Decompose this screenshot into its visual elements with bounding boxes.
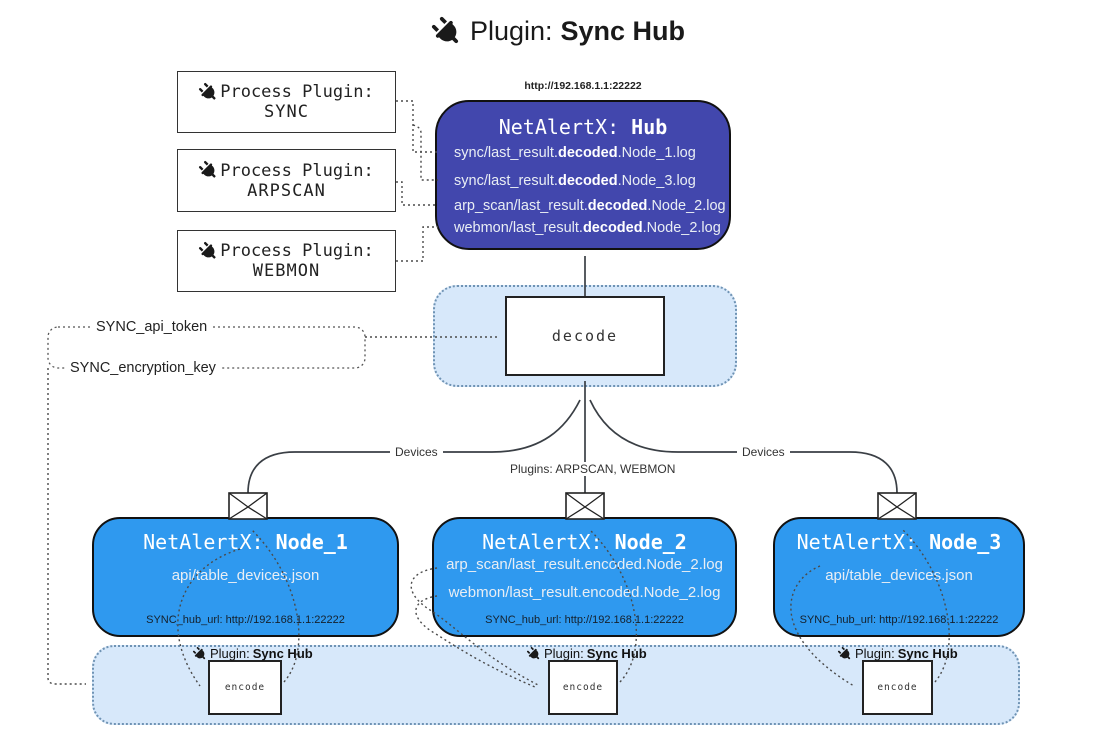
- node-1-box: NetAlertX: Node_1 api/table_devices.json…: [92, 517, 399, 637]
- edge-label-devices-right: Devices: [737, 445, 790, 459]
- hub-log-line: sync/last_result.decoded.Node_1.log: [454, 145, 696, 161]
- node-hub-url: SYNC_hub_url: http://192.168.1.1:22222: [799, 614, 999, 626]
- node-file: webmon/last_result.encoded.Node_2.log: [448, 584, 721, 601]
- edge-secrets-to-band: [47, 368, 86, 685]
- node-hub-url: SYNC_hub_url: http://192.168.1.1:22222: [485, 614, 684, 626]
- encode-box: encode: [862, 660, 933, 715]
- edge-webmon-to-log4: [396, 226, 438, 262]
- hub-title: NetAlertX: Hub: [498, 115, 668, 139]
- node-title: NetAlertX: Node_3: [796, 530, 1002, 554]
- node-file: api/table_devices.json: [171, 567, 320, 584]
- title-prefix: Plugin:: [469, 16, 553, 46]
- sync-api-token-label: SYNC_api_token: [92, 319, 212, 335]
- sync-hub-plugin-label: Plugin: Sync Hub: [838, 646, 958, 661]
- plug-icon: [426, 10, 468, 52]
- envelope-icon: [228, 492, 268, 520]
- sync-hub-plugin-label: Plugin: Sync Hub: [527, 646, 647, 661]
- edge-arpscan-to-log3: [396, 181, 438, 206]
- plug-icon: [195, 238, 222, 265]
- encode-box: encode: [208, 660, 282, 715]
- process-plugin-name: SYNC: [264, 102, 309, 122]
- plug-icon: [195, 79, 222, 106]
- process-plugin-arpscan: Process Plugin: ARPSCAN: [177, 149, 396, 212]
- hub-log-line: sync/last_result.decoded.Node_3.log: [454, 173, 696, 189]
- plug-icon: [835, 644, 855, 664]
- process-plugin-webmon: Process Plugin: WEBMON: [177, 230, 396, 292]
- node-file: api/table_devices.json: [825, 567, 973, 584]
- decode-box: decode: [505, 296, 665, 376]
- sync-encryption-key-label: SYNC_encryption_key: [66, 360, 220, 376]
- node-2-box: NetAlertX: Node_2 arp_scan/last_result.e…: [432, 517, 737, 637]
- node-hub-url: SYNC_hub_url: http://192.168.1.1:22222: [146, 614, 345, 626]
- node-title: NetAlertX: Node_1: [143, 530, 348, 554]
- page-title: Plugin: Sync Hub: [0, 16, 1117, 47]
- process-plugin-heading: Process Plugin:: [220, 82, 374, 102]
- edge-label-plugins: Plugins: ARPSCAN, WEBMON: [505, 462, 681, 476]
- plug-icon: [524, 644, 544, 664]
- node-file: arp_scan/last_result.encoded.Node_2.log: [446, 556, 723, 573]
- encode-box: encode: [548, 660, 618, 715]
- plug-icon: [195, 157, 222, 184]
- sync-hub-plugin-label: Plugin: Sync Hub: [193, 646, 313, 661]
- hub-box: NetAlertX: Hub sync/last_result.decoded.…: [435, 100, 731, 250]
- process-plugin-sync: Process Plugin: SYNC: [177, 71, 396, 133]
- process-plugin-heading: Process Plugin:: [220, 160, 374, 181]
- envelope-icon: [877, 492, 917, 520]
- node-3-box: NetAlertX: Node_3 api/table_devices.json…: [773, 517, 1025, 637]
- process-plugin-name: WEBMON: [252, 261, 321, 281]
- process-plugin-name: ARPSCAN: [247, 180, 326, 201]
- hub-url: http://192.168.1.1:22222: [524, 80, 642, 92]
- plug-icon: [190, 644, 210, 664]
- edge-sync-to-log1: [396, 100, 438, 153]
- hub-log-line: arp_scan/last_result.decoded.Node_2.log: [454, 198, 726, 214]
- process-plugin-heading: Process Plugin:: [220, 241, 374, 261]
- hub-log-line: webmon/last_result.decoded.Node_2.log: [454, 220, 721, 236]
- node-title: NetAlertX: Node_2: [482, 530, 687, 554]
- envelope-icon: [565, 492, 605, 520]
- title-name: Sync Hub: [560, 16, 686, 46]
- edge-label-devices-left: Devices: [390, 445, 443, 459]
